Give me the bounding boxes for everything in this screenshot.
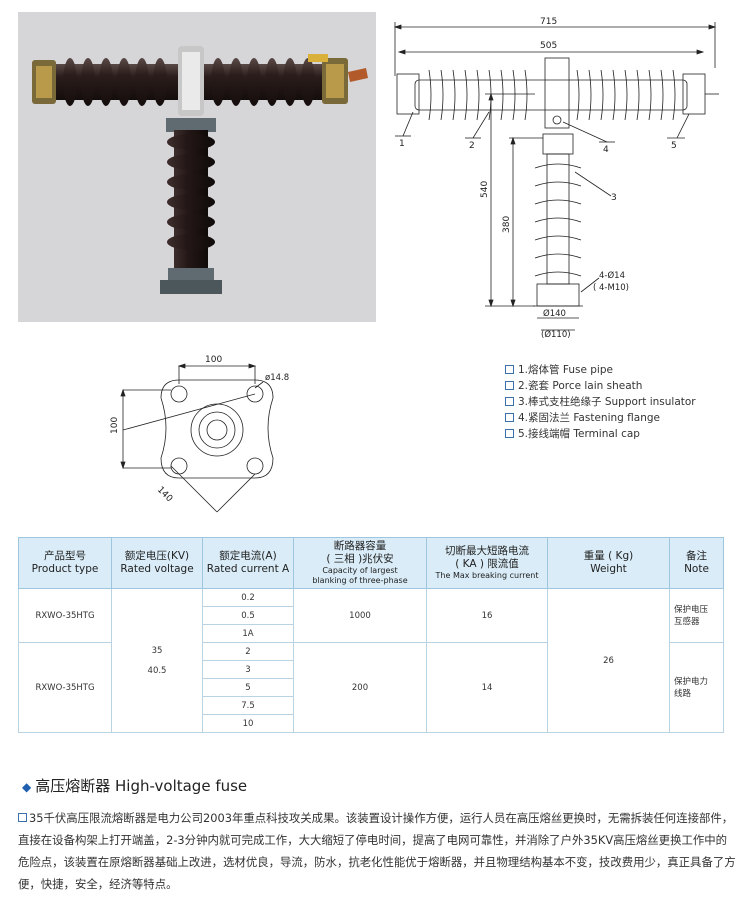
legend-item-label: 1.熔体管 Fuse pipe: [518, 363, 613, 376]
flange-drawing: 100 ø14.8 100 140: [95, 350, 325, 520]
legend-item-label: 4.紧固法兰 Fastening flange: [518, 411, 660, 424]
dim-505-label: 505: [540, 41, 557, 51]
description-text: 35千伏高压限流熔断器是电力公司2003年重点科技攻关成果。该装置设计操作方便，…: [18, 811, 736, 891]
cell-current: 1A: [202, 624, 294, 643]
legend-item-label: 2.瓷套 Porce lain sheath: [518, 379, 643, 392]
cell-capacity-1: 1000: [293, 588, 427, 643]
cell-current: 7.5: [202, 696, 294, 715]
section-title-en: High-voltage fuse: [115, 777, 248, 795]
checkbox-icon: [505, 380, 514, 390]
legend-item: 4.紧固法兰 Fastening flange: [505, 409, 696, 425]
cell-current: 5: [202, 678, 294, 697]
checkbox-icon: [505, 364, 514, 374]
holes-label-2: ( 4-M10): [593, 283, 629, 293]
product-photo: [18, 12, 376, 322]
legend-item-label: 5.接线端帽 Terminal cap: [518, 427, 640, 440]
cell-product-1: RXWO-35HTG: [18, 588, 112, 643]
legend-item: 5.接线端帽 Terminal cap: [505, 425, 696, 441]
cell-note-1: 保护电压互感器: [669, 588, 724, 643]
cell-current: 10: [202, 714, 294, 733]
legend-item: 2.瓷套 Porce lain sheath: [505, 377, 696, 393]
legend-item-label: 3.棒式支柱绝缘子 Support insulator: [518, 395, 696, 408]
header-rated-current: 额定电流(A)Rated current A: [202, 537, 294, 589]
dia-110-label: (Ø110): [541, 329, 571, 338]
checkbox-icon: [505, 396, 514, 406]
parts-legend: 1.熔体管 Fuse pipe 2.瓷套 Porce lain sheath 3…: [505, 361, 696, 441]
cell-current: 2: [202, 642, 294, 661]
checkbox-icon: [505, 412, 514, 422]
dimension-drawing: 715 505 540 380 Ø140: [385, 8, 730, 340]
dim-380-label: 380: [502, 216, 512, 233]
flange-dim-100-top: 100: [205, 355, 222, 365]
checkbox-icon: [18, 813, 27, 822]
section-title: ◆高压熔断器 High-voltage fuse: [22, 775, 247, 796]
cell-breaking-1: 16: [426, 588, 548, 643]
cell-product-2: RXWO-35HTG: [18, 642, 112, 733]
checkbox-icon: [505, 428, 514, 438]
legend-item: 1.熔体管 Fuse pipe: [505, 361, 696, 377]
dim-715-label: 715: [540, 17, 557, 27]
table-row: 10: [19, 714, 724, 733]
diamond-icon: ◆: [22, 780, 32, 794]
header-rated-voltage: 额定电压(KV)Rated voltage: [111, 537, 203, 589]
fuse-dimension-svg: 715 505 540 380 Ø140: [393, 17, 719, 340]
flange-svg: 100 ø14.8 100 140: [110, 355, 289, 513]
description-paragraph: 35千伏高压限流熔断器是电力公司2003年重点科技攻关成果。该装置设计操作方便，…: [18, 807, 736, 895]
holes-label-1: 4-Ø14: [599, 270, 625, 281]
flange-hole-dia: ø14.8: [265, 373, 289, 383]
cell-current: 0.2: [202, 588, 294, 607]
callout-3: 3: [611, 193, 617, 203]
cell-note-2: 保护电力线路: [669, 642, 724, 733]
fuse-photo-illustration: [32, 46, 368, 294]
dim-540-label: 540: [480, 181, 490, 198]
cell-capacity-2: 200: [293, 642, 427, 733]
legend-item: 3.棒式支柱绝缘子 Support insulator: [505, 393, 696, 409]
section-title-cn: 高压熔断器: [35, 777, 111, 795]
callout-1: 1: [399, 139, 405, 149]
cell-breaking-2: 14: [426, 642, 548, 733]
dia-140-label: Ø140: [543, 308, 566, 319]
table-row: RXWO-35HTG 2 200 14 保护电力线路: [18, 642, 724, 733]
callout-5: 5: [671, 141, 677, 151]
callout-4: 4: [603, 145, 609, 155]
cell-weight: 26: [547, 588, 670, 733]
callout-2: 2: [469, 141, 475, 151]
flange-dim-140: 140: [155, 485, 174, 504]
header-weight: 重量 ( Kg)Weight: [547, 537, 670, 589]
cell-current: 3: [202, 660, 294, 679]
flange-dim-100-side: 100: [110, 417, 120, 434]
cell-current: 0.5: [202, 606, 294, 625]
